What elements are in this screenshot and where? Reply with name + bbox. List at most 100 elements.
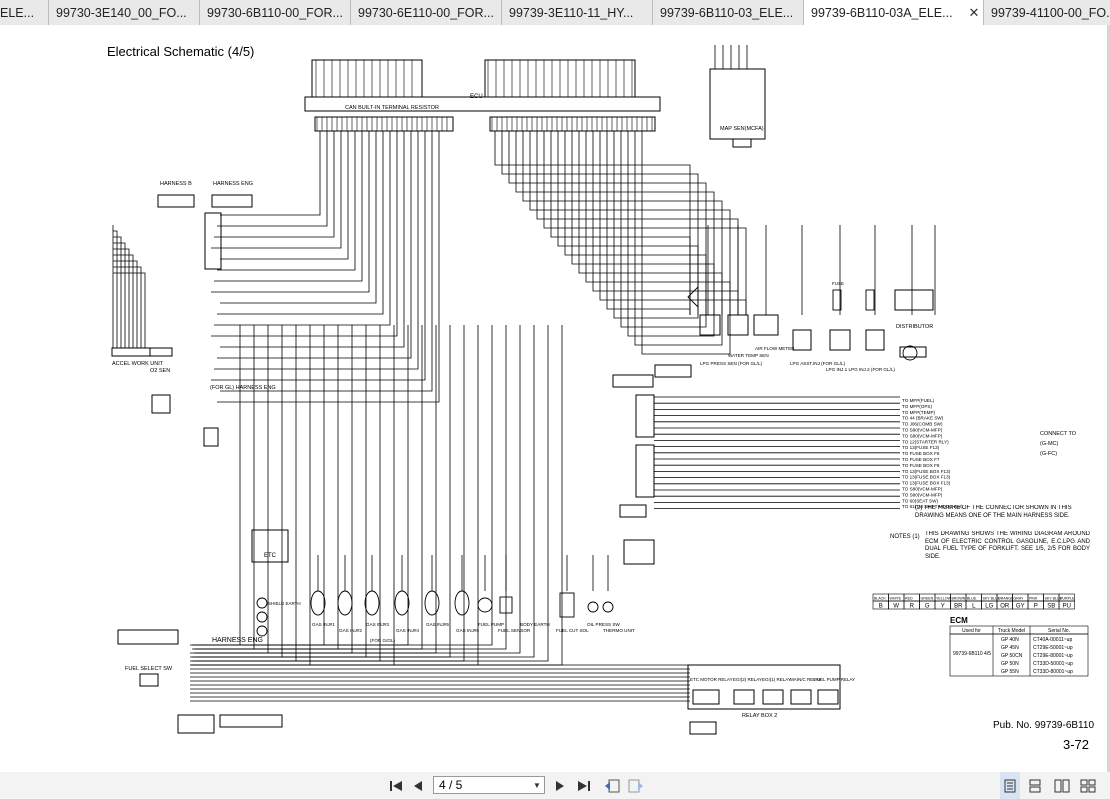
tab-doc-8[interactable]: 99739-41100-00_FO... [991,5,1110,20]
chevron-down-icon[interactable]: ▼ [533,780,541,790]
color-code: B [879,604,883,610]
water-temp-sen [727,314,749,336]
single-page-view-button[interactable] [1000,772,1020,799]
relay-bottom-conn [689,721,717,735]
color-code: G [925,604,930,610]
connect-to-line: TO 44 (BRAKE SW) [902,416,944,421]
page-number-input[interactable]: 4 / 5 ▼ [433,776,545,794]
tab-doc-5[interactable]: 99739-3E110-11_HY... [502,0,653,25]
harness-b-label: HARNESS B [160,181,192,187]
color-name: BLUE [967,597,977,601]
connect-to-line: TO S80(VCM-MFP) [902,433,943,438]
fuse-1-symbol [832,289,842,311]
tab-doc-2[interactable]: 99730-3E140_00_FO... [49,0,200,25]
connect-to-line: TO FUSE BOX F6 [902,451,940,456]
shield-earth-symbol-3 [256,625,268,637]
two-page-continuous-view-button[interactable] [1078,772,1098,799]
etc-label: ETC [264,553,277,559]
ecm-row-model: GP 50N [1001,661,1019,667]
connect-to-label: CONNECT TO [1040,431,1077,437]
continuous-view-button[interactable] [1025,772,1045,799]
color-name: GRAY [1014,597,1025,601]
first-page-button[interactable] [386,772,406,799]
fuse-label: FUSE [832,281,844,286]
single-page-view-icon [1004,779,1016,792]
right-pin-block-2 [635,444,655,498]
egi1-relay [762,689,784,705]
harness-eng-right-conn2 [619,504,647,518]
go-back-button[interactable] [602,772,622,799]
harness-b-right-conn [654,364,692,378]
viewer-toolbar: 4 / 5 ▼ [0,772,1110,799]
connect-to-line: TO S80(VCM-MFP) [902,487,943,492]
can-resistor-label: CAN BUILT-IN TERMINAL RESISTOR [345,105,439,111]
connect-to-line: TO S80(VCM-MFP) [902,492,943,497]
for-gl-label: (FOR G/GL) [370,638,395,643]
prev-page-button[interactable] [408,772,428,799]
color-code: R [910,604,915,610]
color-code: SB [1047,604,1055,610]
first-page-icon [390,780,402,791]
bottom-connector-2 [219,714,283,728]
gas-inj-3-symbol [364,590,380,616]
tab-doc-1[interactable]: ELE... [0,0,49,25]
tab-doc-3[interactable]: 99730-6B110-00_FOR... [200,0,351,25]
connect-to-line: TO 13(FUSE BOX F13) [902,469,951,474]
ecm-table-title: ECM [950,616,968,625]
document-page: Electrical Schematic (4/5) [0,25,1110,773]
prev-page-icon [414,780,422,791]
component-label: FUEL CUT SOL [556,628,589,633]
oil-press-sw-symbol [587,601,599,613]
ecm-table-header: Used for [962,628,981,634]
connect-to-line: TO FUSE BOX F7 [902,457,940,462]
component-label: GAS INJ#4 [396,628,419,633]
lpg-inj-1 [829,329,851,351]
relay-box [687,664,841,710]
gmc-label: (G-MC) [1040,441,1058,447]
lpg-press-sen [699,314,721,336]
color-name: SKY BLUE [983,597,1001,601]
color-name: YELLOW [936,597,952,601]
etc-motor-relay [692,689,720,705]
next-page-button[interactable] [550,772,570,799]
gas-inj-2-symbol [337,590,353,616]
tab-doc-6[interactable]: 99739-6B110-03_ELE... [653,0,804,25]
lpg-asst-inj-label: LPG ASST.INJ (FOR GL/L) [790,361,846,366]
relay-label-3: EGI(1) RELAY [762,677,791,682]
ecm-row-serial: CT29E-50001~up [1033,645,1073,651]
harness-b-connector [157,194,195,208]
tab-doc-7-active[interactable]: 99739-6B110-03A_ELE... ✕ [804,0,984,25]
color-code: Y [941,604,945,610]
relay-label-5: FUEL PUMP RELAY [814,677,855,682]
connect-to-line: TO J06(COMB SW) [902,422,943,427]
vertical-scrollbar[interactable] [1107,25,1110,772]
for-gl-pin-block [203,427,219,447]
two-page-view-button[interactable] [1052,772,1072,799]
color-code: GY [1016,604,1025,610]
connect-to-line: TO 61(TM SHIFT MODE SW) [902,504,963,509]
color-code: OR [1000,604,1010,610]
last-page-button[interactable] [574,772,594,799]
tab-doc-4[interactable]: 99730-6E110-00_FOR... [351,0,502,25]
continuous-view-icon [1029,779,1041,792]
relay-box-label: RELAY BOX 2 [742,713,777,719]
thermo-unit-symbol [602,601,614,613]
fuel-select-sw-label: FUEL SELECT SW [125,666,173,672]
map-sen-label: MAP SEN(MCFA) [720,126,764,132]
component-label: GAS INJ#1 [312,622,335,627]
close-icon[interactable]: ✕ [968,4,980,20]
relay-label-2: EGI(2) RELAY [733,677,762,682]
color-name: GREEN [921,597,934,601]
relay-label-4: MAIN/C RELAY [790,677,821,682]
note-1: THIS DRAWING SHOWS THE WIRING DIAGRAM AR… [925,531,1090,560]
fuel-select-sw [139,673,159,687]
bottom-left-connector [177,714,215,734]
next-page-icon [556,780,564,791]
ecm-table-header: Serial No. [1048,628,1070,634]
gas-inj-4-symbol [394,590,410,616]
ecm-row-serial: CT29E-80001~up [1033,653,1073,659]
map-sensor-connector [732,138,752,148]
go-forward-button[interactable] [626,772,646,799]
color-name: WHITE [890,597,902,601]
two-page-view-icon [1054,779,1070,792]
